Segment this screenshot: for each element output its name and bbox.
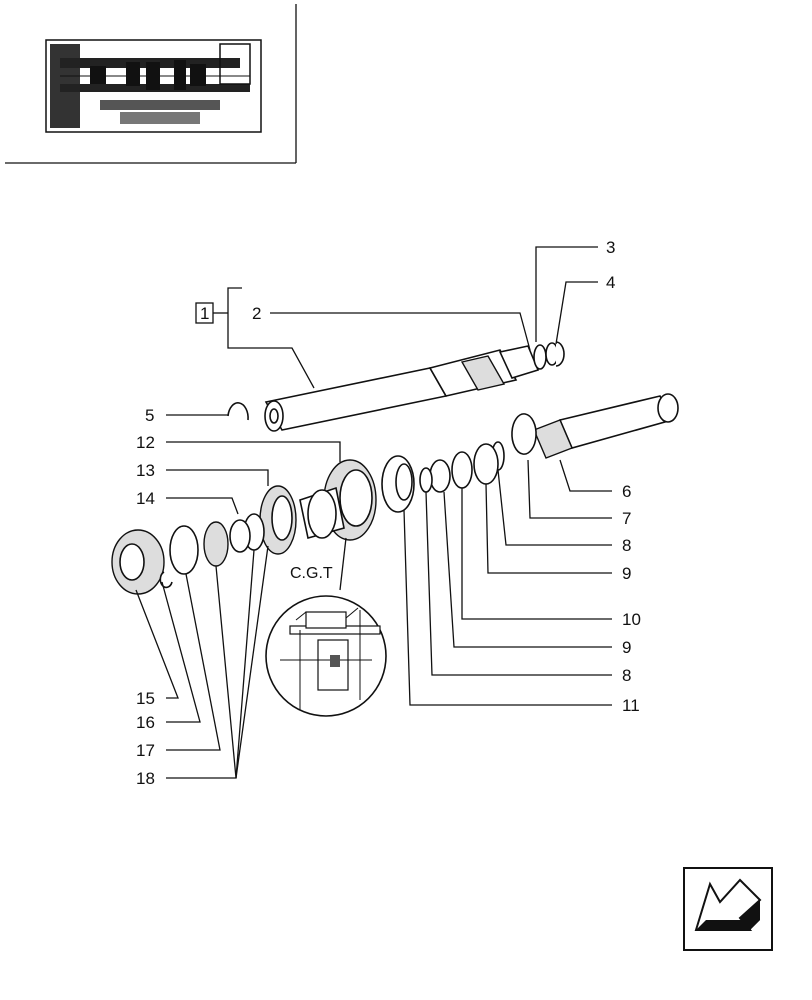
label-10: 10 bbox=[622, 610, 641, 629]
label-7: 7 bbox=[622, 509, 631, 528]
detail-callout: C.G.T bbox=[265, 537, 387, 717]
label-11: 11 bbox=[622, 696, 640, 715]
leader-lines bbox=[135, 246, 612, 779]
label-8b: 8 bbox=[622, 666, 631, 685]
label-8a: 8 bbox=[622, 536, 631, 555]
label-13: 13 bbox=[136, 461, 155, 480]
label-9b: 9 bbox=[622, 638, 631, 657]
synchronizer-section bbox=[280, 607, 381, 710]
label-18: 18 bbox=[136, 769, 155, 788]
locator-thumbnail bbox=[5, 4, 297, 164]
label-17: 17 bbox=[136, 741, 155, 760]
part-labels: 2 3 4 5 6 7 8 9 10 9 8 11 12 13 14 15 16… bbox=[136, 238, 641, 788]
label-3: 3 bbox=[606, 238, 615, 257]
group-bracket: 1 bbox=[195, 287, 315, 389]
transmission-section-image bbox=[45, 39, 262, 133]
label-14: 14 bbox=[136, 489, 155, 508]
next-page-arrow-icon[interactable] bbox=[683, 867, 773, 951]
label-16: 16 bbox=[136, 713, 155, 732]
label-12: 12 bbox=[136, 433, 155, 452]
label-1: 1 bbox=[200, 304, 209, 323]
label-6: 6 bbox=[622, 482, 631, 501]
detail-label: C.G.T bbox=[290, 565, 333, 582]
main-shaft bbox=[111, 393, 679, 595]
label-5: 5 bbox=[145, 406, 154, 425]
label-2: 2 bbox=[252, 304, 261, 323]
label-4: 4 bbox=[606, 273, 615, 292]
upper-shaft bbox=[227, 341, 565, 432]
label-9a: 9 bbox=[622, 564, 631, 583]
label-15: 15 bbox=[136, 689, 155, 708]
